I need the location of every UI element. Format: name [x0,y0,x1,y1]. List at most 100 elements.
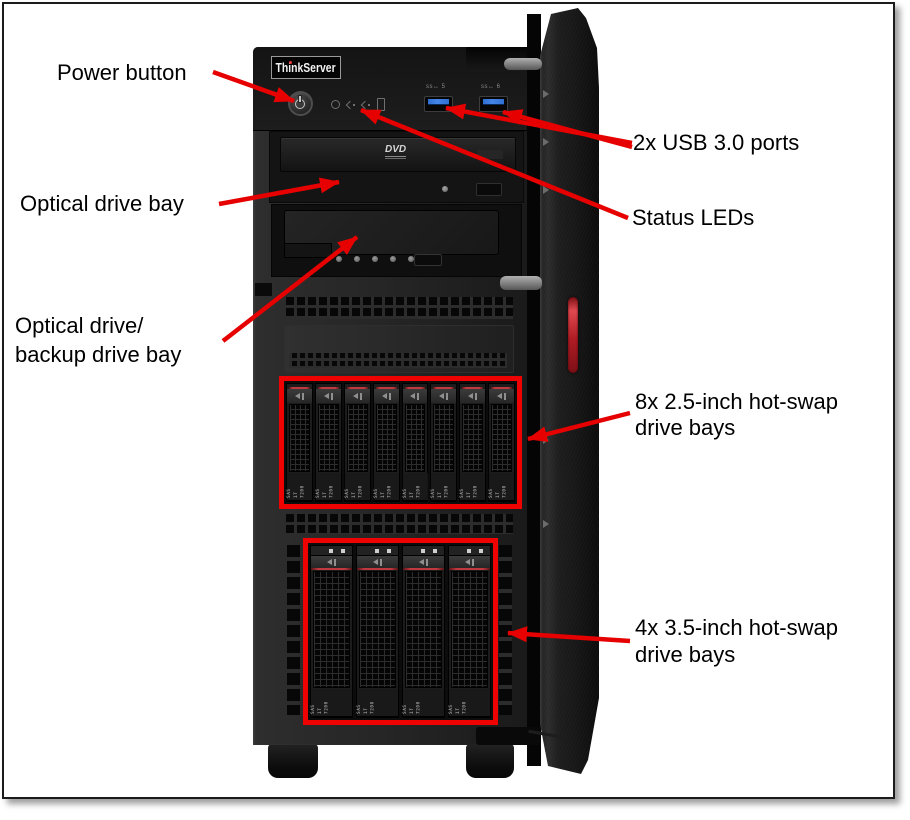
drive-release-latch[interactable] [344,389,370,403]
drive-vent-grille [346,404,368,472]
drive-vent-grille [313,571,350,688]
drive-accent-stripe [433,387,455,389]
latch-icon [373,559,378,565]
latch-icon [410,393,416,399]
drive-sled-3-5[interactable]: SAS 1T 7200 [402,545,445,718]
label-optical-backup-bay: Optical drive/ backup drive bay [15,313,182,367]
chassis-foot [268,744,318,778]
system-status-led-icon [331,100,340,109]
drive-release-latch[interactable] [287,389,312,403]
drive-accent-stripe [404,387,426,389]
drive-vent-grille [405,571,442,688]
drive-sled-2-5[interactable]: SAS 1T 7200 [372,383,400,502]
usb-port-6[interactable] [479,96,508,112]
front-door[interactable] [540,8,599,774]
brand-dot [289,61,292,64]
drive-sled-3-5[interactable]: SAS 1T 7200 [448,545,491,718]
drive-sled-3-5[interactable]: SAS 1T 7200 [356,545,399,718]
drive-sled-2-5[interactable]: SAS 1T 7200 [343,383,371,502]
usb-port-5[interactable] [424,96,453,112]
drive-release-latch[interactable] [311,556,352,568]
drive-sled-2-5[interactable]: SAS 1T 7200 [459,383,487,502]
label-usb-ports: 2x USB 3.0 ports [633,130,800,155]
drive-capacity-label: SAS 1T 7200 [489,473,514,501]
drive-release-latch[interactable] [402,389,428,403]
backup-led [354,256,360,262]
drive-sled-2-5[interactable]: SAS 1T 7200 [314,383,342,502]
drive-release-latch[interactable] [489,389,514,403]
drive-vent-grille [433,404,455,472]
server-front-face: ThinkServer ss↔ 5 ss↔ 6 DVD [253,47,530,745]
network-activity-led-icon [362,101,370,109]
latch-icon [381,393,387,399]
drive-accent-stripe [449,568,490,570]
backup-led [336,256,342,262]
drive-release-latch[interactable] [460,389,486,403]
backup-eject-button[interactable] [414,254,442,266]
power-button[interactable] [290,93,311,114]
side-vent-column [287,545,300,715]
drive-vent-grille [404,404,426,472]
drive-capacity-label: SAS 1T 7200 [344,473,370,501]
latch-icon [330,392,333,400]
drive-latch-buttons [357,546,398,556]
optical-drive-bay[interactable]: DVD [269,131,524,203]
drive-release-latch[interactable] [357,556,398,568]
drive-capacity-label: SAS 1T 7200 [311,689,352,717]
drive-sled-2-5[interactable]: SAS 1T 7200 [488,383,515,502]
drive-capacity-label: SAS 1T 7200 [431,473,457,501]
drive-accent-stripe [311,568,352,570]
door-stop-bracket [476,727,540,745]
drive-accent-stripe [491,387,512,389]
top-bezel: ThinkServer ss↔ 5 ss↔ 6 [253,47,530,131]
drive-sled-2-5[interactable]: SAS 1T 7200 [430,383,458,502]
latch-button [375,548,379,553]
latch-button [467,548,471,553]
latch-icon [504,392,507,400]
door-gap-shadow [527,14,541,766]
latch-icon [301,392,304,400]
label-35-bays: 4x 3.5-inch hot-swap drive bays [635,615,838,667]
drive-latch-buttons [403,546,444,556]
label-25-bays: 8x 2.5-inch hot-swap drive bays [635,389,838,440]
drive-release-latch[interactable] [431,389,457,403]
label-optical-drive-bay: Optical drive bay [20,191,184,216]
backup-bay-tab [284,243,332,258]
eject-button[interactable] [476,183,502,196]
latch-button [329,548,333,553]
latch-icon [497,393,503,399]
latch-button [421,548,425,553]
drive-vent-grille [289,404,310,472]
latch-icon [419,559,424,565]
chassis-foot [466,744,514,778]
latch-icon [472,558,474,566]
backup-drive-bay[interactable] [271,204,522,277]
latch-icon [352,393,358,399]
drive-release-latch[interactable] [403,556,444,568]
latch-icon [327,559,332,565]
drive-sled-2-5[interactable]: SAS 1T 7200 [286,383,313,502]
latch-icon [439,393,445,399]
door-handle[interactable] [568,297,578,373]
drive-release-latch[interactable] [315,389,341,403]
door-hinge-pin [504,58,542,70]
drive-vent-grille [359,571,396,688]
latch-icon [323,393,329,399]
drive-sled-3-5[interactable]: SAS 1T 7200 [310,545,353,718]
status-leds [331,98,385,111]
drive-activity-led-icon [377,98,385,111]
drive-vent-grille [491,404,512,472]
drive-sled-2-5[interactable]: SAS 1T 7200 [401,383,429,502]
door-clip [543,138,549,146]
latch-icon [446,392,449,400]
drive-capacity-label: SAS 1T 7200 [403,689,444,717]
drive-accent-stripe [375,387,397,389]
door-clip [543,90,549,98]
latch-icon [359,392,362,400]
optical-activity-led [442,186,448,192]
drive-release-latch[interactable] [373,389,399,403]
drive-release-latch[interactable] [449,556,490,568]
dvd-logo: DVD [385,144,407,155]
